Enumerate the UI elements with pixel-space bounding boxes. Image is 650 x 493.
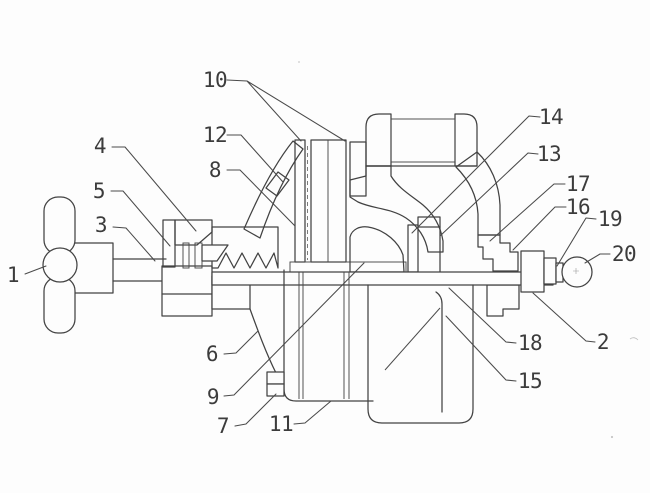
screen-dome [349, 226, 405, 273]
leader-6 [223, 330, 259, 355]
top-cap [349, 113, 478, 197]
callout-18: 18 [518, 331, 542, 355]
leader-4 [111, 146, 197, 232]
rod-spacer [543, 257, 557, 285]
speck-dot-2 [298, 61, 300, 63]
seat-step [417, 216, 441, 228]
callout-14: 14 [539, 105, 563, 129]
scan-noise [298, 61, 639, 439]
leader-9 [223, 262, 365, 397]
tee-handle [42, 196, 114, 334]
gland-nut [174, 219, 213, 246]
packing-gland [162, 219, 279, 269]
cup-inner-tubes [298, 272, 350, 399]
callout-19: 19 [598, 207, 622, 231]
float-chamber [367, 284, 474, 424]
speck-dot-1 [610, 435, 614, 439]
cap-flank-left [365, 113, 392, 167]
callout-6: 6 [206, 342, 218, 366]
right-body-wall [455, 151, 520, 317]
cap-collar [349, 141, 367, 197]
leader-1 [24, 265, 47, 275]
callout-16: 16 [566, 195, 590, 219]
drain-boss-lower [266, 383, 285, 397]
packing-ring-right [194, 242, 203, 269]
callout-11: 11 [269, 412, 293, 436]
leader-3 [112, 226, 156, 262]
callout-20: 20 [612, 242, 636, 266]
callout-labels: 1 2 3 4 5 6 7 8 9 10 11 12 13 14 15 16 1… [7, 68, 637, 438]
leader-7 [234, 393, 277, 427]
callout-7: 7 [217, 414, 229, 438]
gland-end-cap [162, 219, 176, 268]
knob-highlight-mark [573, 268, 579, 274]
leader-11 [293, 400, 332, 425]
callout-17: 17 [566, 172, 590, 196]
callout-12: 12 [203, 123, 227, 147]
internal-partition [349, 165, 444, 253]
packing-ring-left [182, 242, 190, 269]
cap-flank-right [454, 113, 478, 167]
leader-18 [448, 287, 517, 344]
callout-10: 10 [203, 68, 227, 92]
leader-14 [411, 115, 541, 234]
callout-13: 13 [537, 142, 561, 166]
arm-seal-ring [265, 171, 290, 197]
callout-4: 4 [94, 134, 106, 158]
rod-and-knob [211, 250, 593, 293]
leader-2 [532, 292, 596, 343]
leader-12 [226, 134, 284, 183]
valve-rod [211, 271, 554, 286]
rod-nut-block [520, 250, 545, 293]
body-arm [243, 140, 304, 239]
drain-cup [266, 269, 374, 402]
ball-knob [561, 256, 593, 288]
body-lower-curve [249, 308, 277, 374]
chamber-crease [384, 307, 441, 371]
callout-8: 8 [209, 158, 221, 182]
leader-lines [24, 79, 611, 427]
bonnet-threaded [211, 226, 279, 269]
cap-threads [390, 118, 456, 163]
leader-10 [226, 79, 346, 142]
handle-bar-top [43, 196, 76, 255]
leader-19 [556, 217, 597, 267]
outlet-boss [486, 284, 520, 317]
gland-follower [201, 244, 229, 262]
leader-13 [439, 152, 539, 237]
speck-mark [629, 337, 639, 341]
cage-tubes [294, 139, 347, 263]
callout-1: 1 [7, 263, 19, 287]
callout-5: 5 [93, 179, 105, 203]
outer-tube-wall [310, 139, 347, 263]
callout-9: 9 [207, 385, 219, 409]
housing-block [161, 265, 213, 317]
callout-2: 2 [597, 330, 609, 354]
drain-boss-upper [266, 371, 285, 385]
cup-outline [283, 269, 374, 402]
leader-8 [226, 169, 296, 227]
seat-and-screen [349, 216, 441, 273]
leader-17 [489, 183, 566, 242]
leader-5 [110, 190, 171, 247]
handle-bar-bottom [43, 276, 76, 334]
leader-15 [445, 315, 517, 382]
leader-16 [512, 206, 567, 251]
callout-3: 3 [95, 213, 107, 237]
leader-20 [584, 253, 611, 264]
chamber-inner-wall [435, 291, 443, 413]
outlet-bushing [477, 234, 519, 272]
handle-ball [42, 247, 78, 283]
arm-wall [243, 140, 304, 239]
screen-bead-row [289, 261, 407, 273]
outer-wall [455, 151, 501, 236]
callout-15: 15 [518, 369, 542, 393]
chamber-outline [367, 284, 474, 424]
